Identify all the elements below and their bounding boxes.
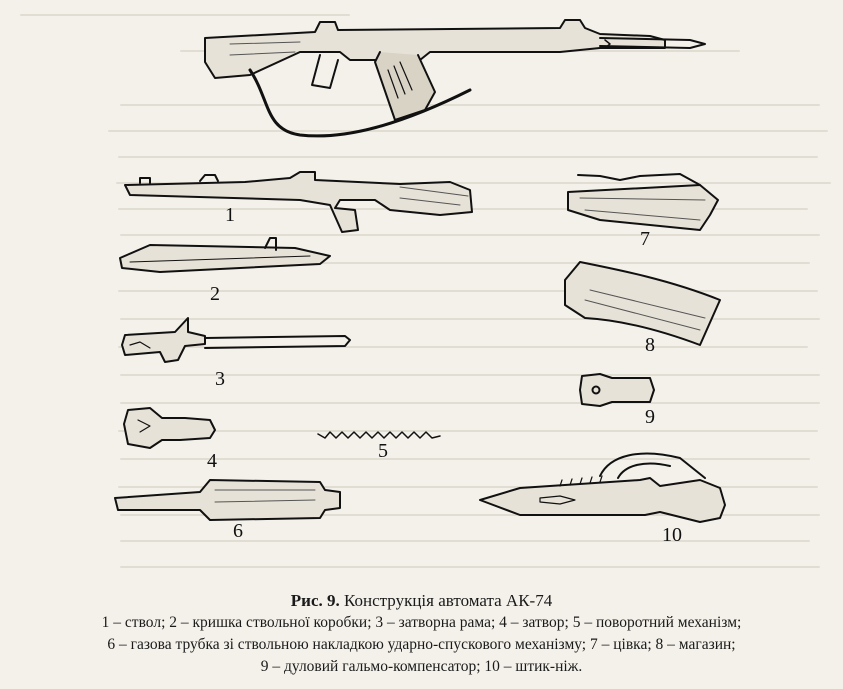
ak74-construction-figure: [114, 19, 726, 523]
bolt-carrier-drawing: [121, 317, 351, 363]
part-number-3: 3: [215, 368, 225, 390]
bleed-line: [120, 458, 810, 460]
caption-title: Рис. 9. Конструкція автомата АК-74: [0, 590, 843, 612]
figure-caption: Рис. 9. Конструкція автомата АК-74 1 – с…: [0, 590, 843, 678]
bleed-line: [20, 14, 350, 16]
caption-label: Рис. 9.: [290, 591, 340, 610]
bleed-line: [118, 430, 818, 432]
return-spring-drawing: [317, 431, 441, 439]
bleed-line: [120, 318, 820, 320]
muzzle-brake-drawing: [579, 373, 655, 407]
magazine-drawing: [564, 261, 721, 346]
bleed-line: [120, 514, 820, 516]
caption-legend-line-1: 1 – ствол; 2 – кришка ствольної коробки;…: [101, 614, 742, 631]
bayonet-drawing: [479, 452, 726, 523]
bleed-line: [120, 374, 820, 376]
caption-legend-line-2: 6 – газова трубка зі ствольною накладкою…: [107, 636, 736, 653]
part-number-1: 1: [225, 204, 235, 226]
barrel-drawing: [124, 171, 473, 233]
assembled-rifle-drawing: [204, 19, 706, 138]
caption-legend-line-3: 9 – дуловий гальмо-компенсатор; 10 – шти…: [260, 658, 583, 675]
caption-title-text: Конструкція автомата АК-74: [344, 591, 553, 610]
bleed-line: [120, 540, 810, 542]
bleed-line: [120, 402, 820, 404]
part-number-10: 10: [662, 524, 682, 546]
bleed-line: [118, 346, 808, 348]
bolt-drawing: [123, 407, 216, 449]
gas-tube-drawing: [114, 479, 341, 521]
bleed-line: [120, 234, 820, 236]
part-number-4: 4: [207, 450, 217, 472]
bleed-line: [120, 262, 810, 264]
bleed-line: [118, 290, 818, 292]
part-number-7: 7: [640, 228, 650, 250]
part-number-2: 2: [210, 283, 220, 305]
bleed-line: [118, 486, 818, 488]
bleed-line: [116, 182, 831, 184]
receiver-cover-drawing: [119, 237, 331, 273]
bleed-line: [120, 566, 820, 568]
handguard-drawing: [567, 173, 719, 231]
part-number-5: 5: [378, 440, 388, 462]
bleed-line: [108, 130, 828, 132]
bleed-line: [120, 104, 820, 106]
part-number-9: 9: [645, 406, 655, 428]
part-number-6: 6: [233, 520, 243, 542]
part-number-8: 8: [645, 334, 655, 356]
bleed-line: [118, 156, 818, 158]
